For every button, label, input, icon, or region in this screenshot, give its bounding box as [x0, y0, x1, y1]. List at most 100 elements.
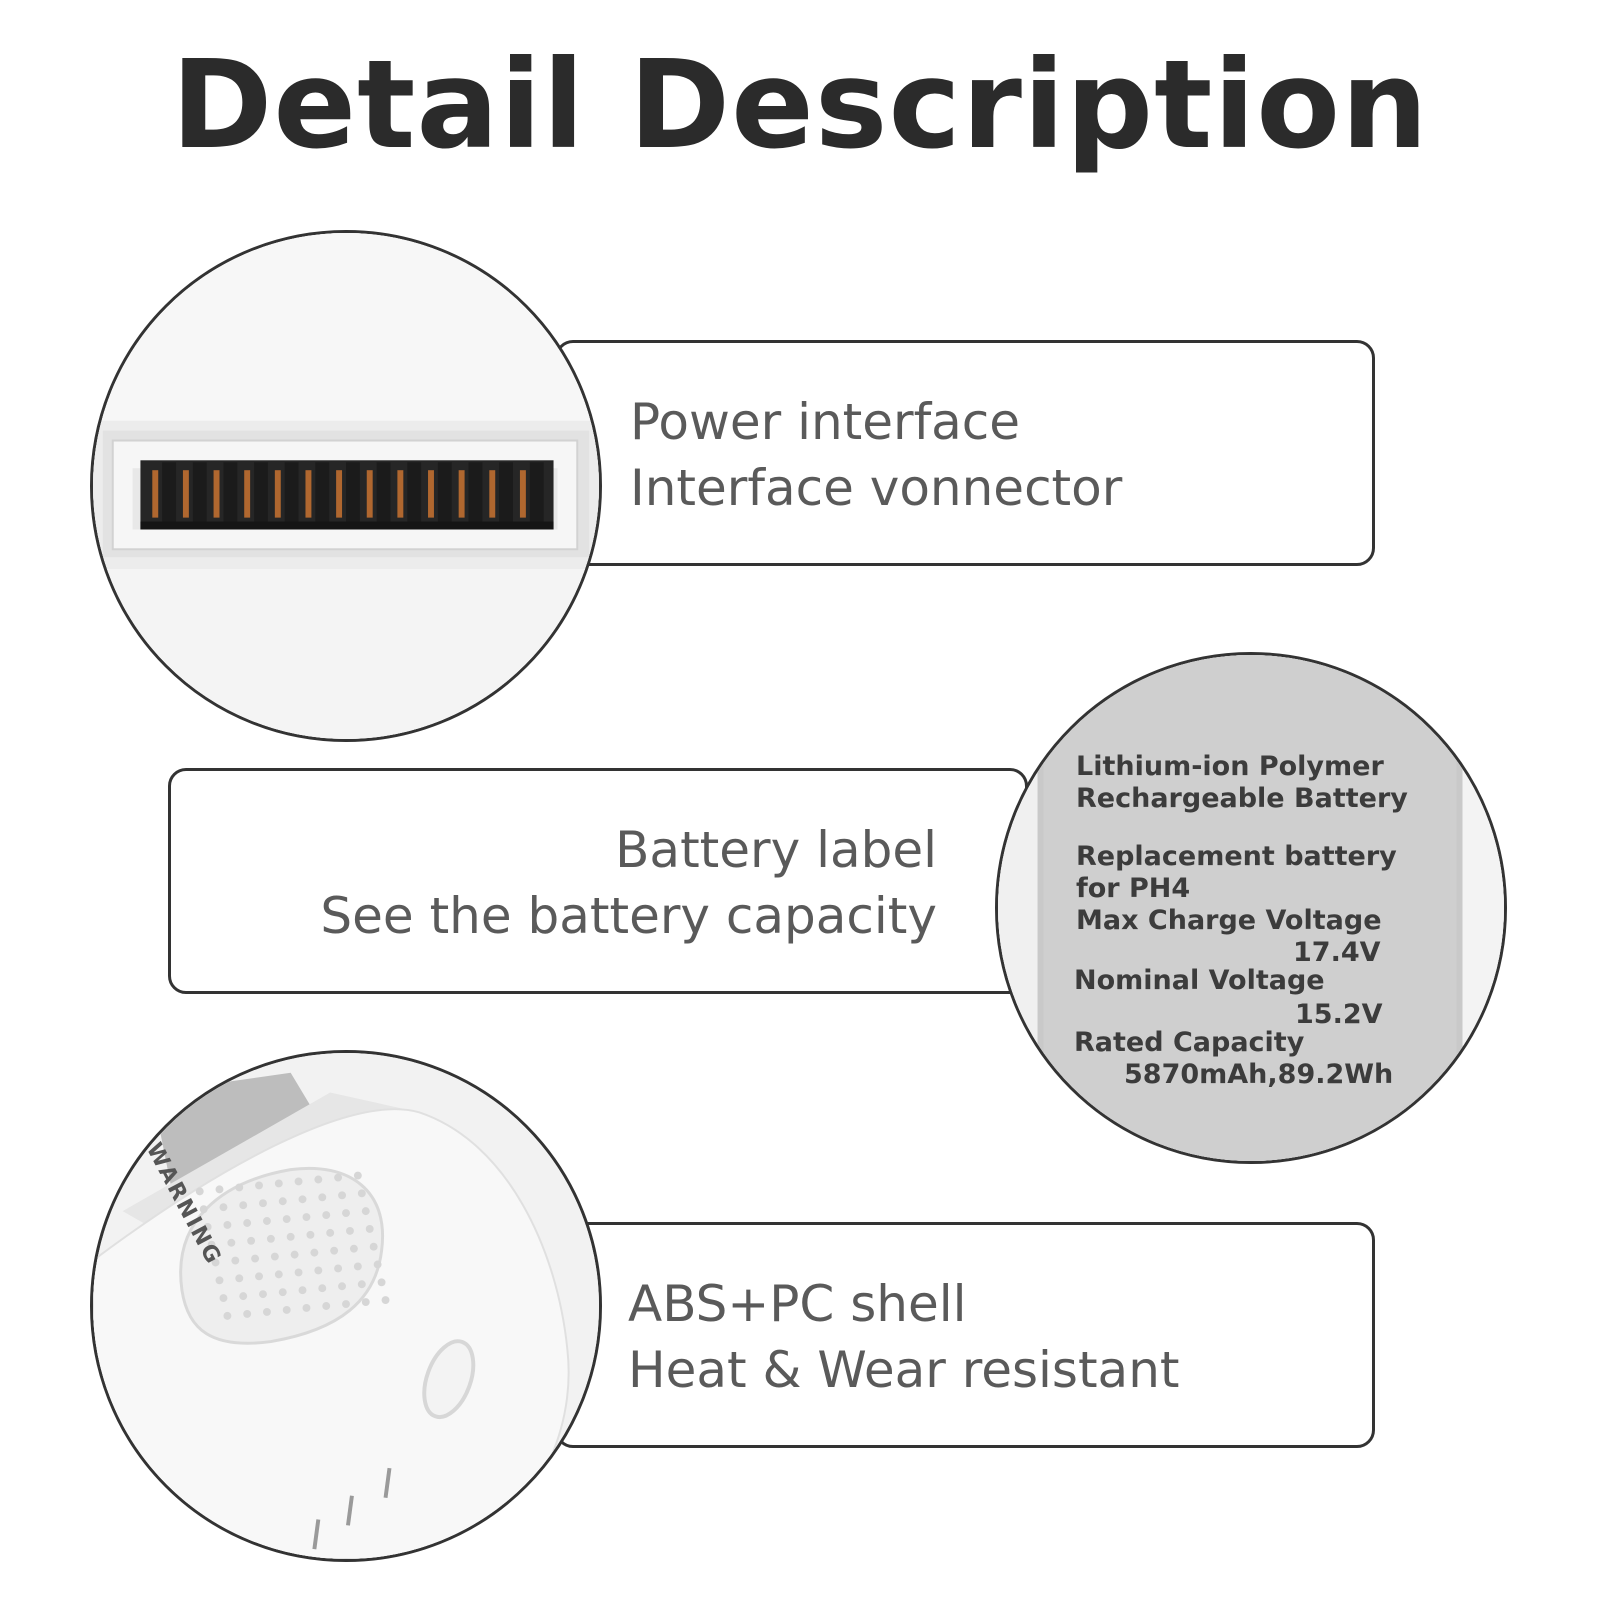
grip-dot	[342, 1300, 350, 1308]
grip-dot	[227, 1238, 236, 1247]
shell-illustration	[93, 1053, 599, 1559]
grip-dot	[373, 1260, 382, 1269]
grip-dot	[262, 1217, 271, 1225]
grip-dot	[231, 1256, 240, 1265]
connector-illustration	[93, 233, 599, 739]
grip-dot	[306, 1230, 315, 1239]
grip-dot	[199, 1205, 208, 1214]
grip-dot	[334, 1173, 343, 1182]
connector-slot	[468, 462, 483, 522]
grip-dot	[211, 1258, 220, 1267]
grip-dot	[326, 1228, 335, 1237]
page-title: Detail Description	[171, 34, 1429, 176]
grip-dot	[377, 1278, 386, 1287]
connector-slot	[254, 462, 268, 522]
feature-title: Battery label	[615, 821, 937, 879]
connector-pin	[213, 470, 220, 518]
label-max-charge-value: 17.4V	[1293, 937, 1381, 968]
grip-dot	[357, 1189, 366, 1198]
grip-dot	[294, 1268, 303, 1277]
grip-dot	[223, 1221, 232, 1229]
grip-dot	[259, 1290, 267, 1299]
grip-dot	[262, 1307, 271, 1316]
grip-dot	[365, 1224, 374, 1233]
grip-dot	[338, 1191, 346, 1200]
label-capacity: Rated Capacity	[1074, 1027, 1305, 1058]
grip-dot	[314, 1175, 323, 1184]
grip-dot	[282, 1306, 291, 1314]
feature-text: Power interface Interface vonnector	[630, 389, 1122, 521]
grip-dot	[255, 1272, 263, 1281]
grip-dot	[251, 1254, 260, 1263]
grip-dot	[266, 1234, 275, 1243]
grip-dot	[195, 1187, 204, 1196]
connector-slot	[407, 462, 422, 522]
grip-dot	[353, 1262, 362, 1271]
grip-dot	[349, 1244, 358, 1253]
feature-title: Power interface	[630, 393, 1021, 451]
feature-text: Battery label See the battery capacity	[320, 817, 937, 949]
grip-dot	[215, 1276, 224, 1285]
connector-pin	[244, 470, 251, 518]
connector-pin	[182, 470, 189, 518]
feature-card-power-interface: Power interface Interface vonnector	[555, 340, 1375, 566]
connector-pin	[366, 470, 373, 518]
grip-dot	[290, 1250, 299, 1259]
grip-dot	[235, 1183, 244, 1192]
grip-dot	[338, 1282, 346, 1291]
grip-dot	[203, 1222, 212, 1231]
connector-pin	[428, 470, 434, 518]
connector-slot	[315, 462, 330, 522]
grip-dot	[353, 1171, 362, 1180]
grip-dot	[278, 1197, 287, 1206]
grip-dot	[357, 1280, 366, 1289]
grip-dot	[274, 1270, 283, 1279]
connector-slot	[223, 462, 238, 522]
grip-dot	[342, 1209, 350, 1218]
feature-subtitle: Interface vonnector	[630, 459, 1123, 517]
label-replacement: Replacement battery for PH4	[1076, 841, 1397, 904]
feature-card-battery-label: Battery label See the battery capacity	[168, 768, 1028, 994]
connector-slot	[499, 462, 514, 522]
grip-dot	[219, 1203, 228, 1212]
grip-dot	[239, 1292, 248, 1301]
grip-dot	[318, 1284, 327, 1293]
battery-shell-closeup-icon: WARNING	[90, 1050, 602, 1562]
connector-pin	[458, 470, 465, 518]
grip-dot	[286, 1232, 295, 1241]
label-capacity-value: 5870mAh,89.2Wh	[1124, 1059, 1394, 1090]
grip-dot	[270, 1252, 279, 1261]
grip-dot	[223, 1311, 232, 1320]
grip-dot	[310, 1248, 319, 1257]
label-nominal-value: 15.2V	[1295, 999, 1383, 1030]
grip-dot	[294, 1177, 303, 1186]
feature-title: ABS+PC shell	[628, 1275, 967, 1333]
connector-slot	[529, 462, 544, 522]
grip-dot	[215, 1185, 224, 1194]
grip-dot	[381, 1296, 390, 1305]
grip-dot	[369, 1242, 378, 1251]
connector-pin	[274, 470, 281, 518]
grip-dot	[298, 1286, 307, 1295]
grip-dot	[302, 1304, 311, 1312]
connector-pin	[336, 470, 343, 518]
connector-slot	[284, 462, 299, 522]
grip-dot	[330, 1246, 339, 1255]
connector-slot	[162, 462, 177, 522]
grip-dot	[346, 1226, 354, 1235]
grip-dot	[361, 1298, 370, 1306]
grip-dot	[239, 1201, 248, 1210]
grip-dot	[247, 1236, 256, 1245]
connector-pin	[397, 470, 404, 518]
battery-connector-closeup-icon	[90, 230, 602, 742]
grip-dot	[322, 1211, 331, 1220]
connector-pin	[519, 470, 526, 518]
connector-slot	[437, 462, 452, 522]
grip-dot	[255, 1181, 263, 1190]
label-max-charge: Max Charge Voltage	[1076, 905, 1382, 936]
grip-dot	[298, 1195, 307, 1204]
grip-dot	[314, 1266, 323, 1275]
feature-text: ABS+PC shell Heat & Wear resistant	[628, 1271, 1180, 1403]
label-battery-type: Lithium-ion Polymer Rechargeable Battery	[1076, 751, 1408, 814]
connector-slot	[346, 462, 360, 522]
